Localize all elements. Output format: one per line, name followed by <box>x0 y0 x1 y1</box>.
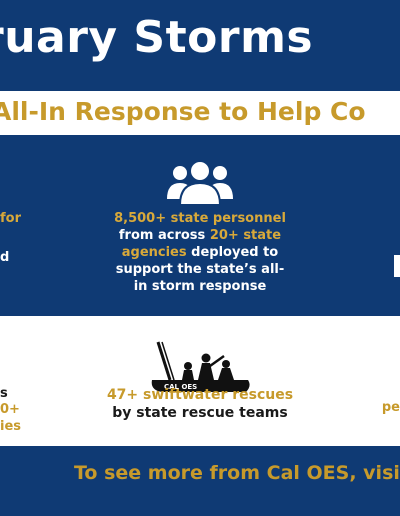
stat-line: 20+ state <box>209 227 282 243</box>
subtitle-banner: All-In Response to Help Co <box>0 91 400 135</box>
lower-panel: s 0+ ies pe CAL OES 47+ swiftwater rescu… <box>0 316 400 446</box>
page-title: ruary Storms <box>0 12 314 63</box>
left-edge-text-bottom: s 0+ ies <box>0 386 21 435</box>
people-group-icon <box>167 160 233 206</box>
stat-line: 8,500+ state personnel <box>114 211 286 226</box>
boat-label: CAL OES <box>164 383 197 391</box>
stat-line: support the state’s all- <box>115 261 285 277</box>
footer-text: To see more from Cal OES, visit: <box>74 462 400 484</box>
stat-line: agencies <box>121 244 187 260</box>
rescues-stat: 47+ swiftwater rescues by state rescue t… <box>80 386 320 422</box>
stat-line: in storm response <box>133 278 267 294</box>
rescue-boat-icon: CAL OES <box>151 341 250 392</box>
right-edge-fragment <box>394 255 400 277</box>
upper-panel: for d 8,500+ state personnel from across… <box>0 135 400 315</box>
stat-line: by state rescue teams <box>112 405 288 422</box>
left-edge-gold: for <box>0 211 21 226</box>
left-edge-text-top: for d <box>0 211 21 267</box>
right-edge-text: pe <box>381 400 400 415</box>
subtitle-text: All-In Response to Help Co <box>0 97 366 126</box>
stat-line: 47+ swiftwater rescues <box>106 387 294 403</box>
stat-line: from across <box>118 227 210 243</box>
left-edge-dark: s <box>0 386 8 401</box>
left-edge-gold: ies <box>0 418 22 434</box>
left-edge-white: d <box>0 249 10 265</box>
stat-line: deployed to <box>186 244 279 260</box>
left-edge-gold: 0+ <box>0 402 20 418</box>
personnel-stat: 8,500+ state personnel from across 20+ s… <box>100 211 300 295</box>
